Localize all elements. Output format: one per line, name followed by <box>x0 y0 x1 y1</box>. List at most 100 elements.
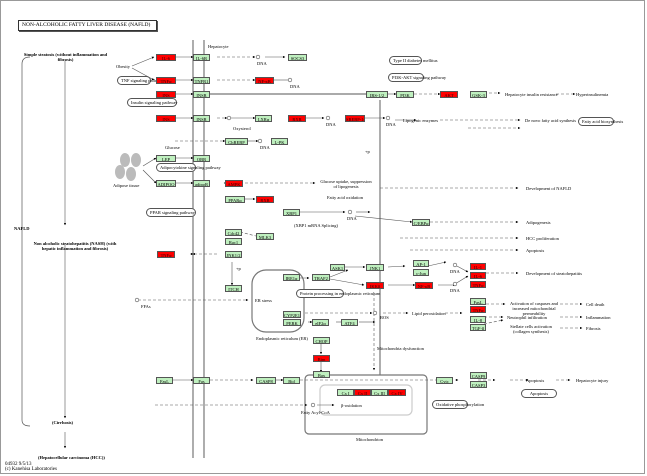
gene-il6[interactable]: IL-6 <box>470 272 486 279</box>
gene-ampk[interactable]: AMPK <box>225 180 243 187</box>
gene-ire1a[interactable]: IRE1α <box>283 274 300 281</box>
gene-jnk1[interactable]: JNK1 <box>366 264 384 271</box>
label-ros: ROS <box>380 315 389 320</box>
gene-cx3[interactable]: Cx III <box>371 389 388 396</box>
gene-pi3k[interactable]: PI3K <box>396 91 414 98</box>
gene-il8[interactable]: IL-8 <box>470 316 486 323</box>
label-beta-oxidation: β-oxidation <box>341 403 362 408</box>
pathway-oxidative-phosphorylation[interactable]: Oxidative phosphorylation <box>432 400 484 409</box>
gene-akt[interactable]: AKT <box>440 91 458 98</box>
gene-fasl[interactable]: FasL <box>156 377 173 384</box>
label-lipid-peroxidation: Lipid peroxidation <box>412 311 446 316</box>
gene-irs[interactable]: IRS-1/2 <box>366 91 388 98</box>
gene-casp9[interactable]: CASP9 <box>470 372 487 379</box>
gene-mlk3[interactable]: MLK3 <box>256 233 274 240</box>
label-obesity: Obesity <box>116 64 130 69</box>
pathway-fatty-acid-biosynthesis[interactable]: Fatty acid biosynthesis <box>578 117 623 126</box>
gene-adipor[interactable]: adipoR <box>193 180 210 187</box>
gene-bid[interactable]: Bid <box>283 377 300 384</box>
stage-nafld: NAFLD <box>14 226 30 231</box>
gene-rxr[interactable]: RXR <box>288 115 306 122</box>
gene-lpk[interactable]: L-PK <box>271 138 288 145</box>
gene-obr[interactable]: OBR <box>193 155 210 162</box>
gene-fas[interactable]: Fas <box>193 377 210 384</box>
footer: 04932 9/5/13 (c) Kanehisa Laboratories <box>5 462 57 472</box>
label-dna: DNA <box>347 216 357 221</box>
gene-tnfa[interactable]: TNFα <box>470 306 486 313</box>
pathway-ppar[interactable]: PPAR signaling pathway <box>146 208 196 217</box>
label-hepatocyte: Hepatocyte <box>208 44 229 49</box>
footer-copyright: (c) Kanehisa Laboratories <box>5 467 57 472</box>
gene-il6r[interactable]: IL-6R <box>193 54 210 61</box>
gene-cebpa[interactable]: C/EBPα <box>412 219 430 226</box>
gene-adipoq[interactable]: ADIPOQ <box>156 180 176 187</box>
label-phosphorylation: +p <box>365 149 370 154</box>
label-dna: DNA <box>450 269 460 274</box>
pathway-adipocytokine[interactable]: Adipocytokine signaling pathway <box>156 163 221 172</box>
gene-nfkb[interactable]: NF-κB <box>415 282 433 289</box>
label-inflammation: Inflammation <box>586 315 611 320</box>
gene-chrebp[interactable]: ChREBP <box>225 138 248 145</box>
pathway-protein-processing-er[interactable]: Protein processing in endoplasmic reticu… <box>296 289 380 298</box>
label-mitochondrion: Mitochondrion <box>356 437 383 442</box>
gene-bax[interactable]: Bax <box>313 371 330 378</box>
gene-socs3[interactable]: SOCS3 <box>288 54 307 61</box>
label-hcc-proliferation: HCC proliferation <box>526 236 559 241</box>
gene-tgfb[interactable]: TGF-β <box>470 324 486 331</box>
gene-cyp2e1[interactable]: CYP2E1 <box>283 311 301 318</box>
gene-tnfa[interactable]: TNFα <box>470 281 486 288</box>
gene-cytc[interactable]: Cytc <box>436 377 453 384</box>
gene-lxra[interactable]: LXRα <box>255 115 272 122</box>
gene-eif2a[interactable]: eIF2α <box>312 319 329 326</box>
gene-ins[interactable]: INS <box>156 91 176 98</box>
gene-insr[interactable]: INSR <box>193 115 210 122</box>
gene-jnk1-2[interactable]: JNK1/2 <box>225 251 242 258</box>
gene-il1[interactable]: IL-1 <box>470 263 486 270</box>
gene-cdc42[interactable]: Cdc42 <box>225 229 242 236</box>
label-apoptosis: Apoptosis <box>526 248 545 253</box>
mito-compartment <box>304 374 428 435</box>
label-dna: DNA <box>260 145 270 150</box>
gene-rxr[interactable]: RXR <box>256 196 274 203</box>
gene-insr[interactable]: INSR <box>193 91 210 98</box>
pathway-type2-diabetes[interactable]: Type II diabetes mellitus <box>389 56 438 65</box>
gene-ask1[interactable]: ASK1 <box>330 264 345 271</box>
gene-chop[interactable]: CHOP <box>313 337 330 344</box>
gene-srebp1c[interactable]: SREBP-1c <box>345 115 365 122</box>
gene-tnfa[interactable]: TNFα <box>156 77 176 84</box>
gene-xbp1[interactable]: XBP1 <box>283 209 300 216</box>
gene-tnfr1[interactable]: TNFR1 <box>193 77 210 84</box>
label-dna: DNA <box>326 122 336 127</box>
gene-rac1[interactable]: Rac1 <box>225 238 242 245</box>
gene-ins[interactable]: INS <box>156 115 176 122</box>
gene-nfkb[interactable]: NF-κB <box>255 77 274 84</box>
pathway-tnf-signaling[interactable]: TNF signaling pathway <box>117 76 164 85</box>
label-caspase-activation: Activation of caspases and increased mit… <box>509 301 559 316</box>
gene-ppara[interactable]: PPARα <box>225 196 245 203</box>
label-hyperinsulinemia: Hyperinsulinemia <box>576 92 609 97</box>
pathway-apoptosis[interactable]: Apoptosis <box>521 389 557 398</box>
gene-casp8[interactable]: CASP8 <box>256 377 276 384</box>
gene-ap1[interactable]: AP-1 <box>413 260 429 267</box>
gene-tnfa[interactable]: TNFα <box>157 251 175 258</box>
label-dna: DNA <box>386 122 396 127</box>
gene-gsk3[interactable]: GSK-3 <box>470 91 487 98</box>
gene-cx2[interactable]: Cx II <box>354 389 371 396</box>
gene-fasl[interactable]: FasL <box>470 298 486 305</box>
gene-bim[interactable]: Bim <box>313 355 330 362</box>
pathway-insulin-signaling[interactable]: Insulin signaling pathway <box>127 98 178 107</box>
gene-ikkb[interactable]: IKKβ <box>366 282 384 289</box>
gene-traf2[interactable]: TRAF2 <box>312 274 330 281</box>
gene-cjun[interactable]: c-Jun <box>413 269 429 276</box>
pathway-pi3k-akt[interactable]: PI3K-AKT signaling pathway <box>388 73 446 82</box>
gene-perk[interactable]: PERK <box>283 319 301 326</box>
gene-casp3[interactable]: CASP3 <box>470 381 487 388</box>
gene-il6[interactable]: IL-6 <box>156 54 176 61</box>
label-adipose-tissue: Adipose tissue <box>113 183 140 188</box>
gene-cx1[interactable]: Cx I <box>337 389 354 396</box>
gene-itch[interactable]: ITCH <box>225 285 242 292</box>
gene-cx4[interactable]: Cx IV <box>388 389 406 396</box>
gene-lep[interactable]: LEP <box>156 155 176 162</box>
gene-atf4[interactable]: ATF4 <box>341 319 358 326</box>
